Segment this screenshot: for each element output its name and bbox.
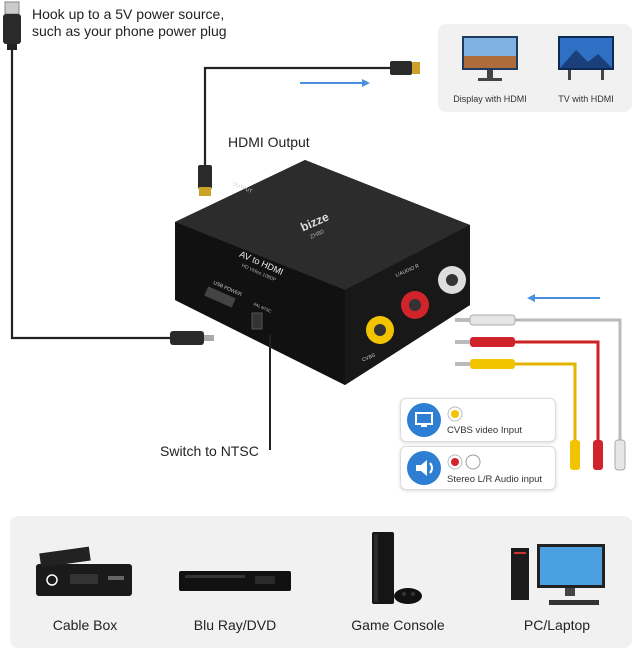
source-label-bluray: Blu Ray/DVD: [193, 617, 277, 633]
hdmi-output-label: HDMI Output: [228, 134, 310, 150]
source-label-cable-box: Cable Box: [52, 617, 118, 633]
legend-audio-label: Stereo L/R Audio input: [447, 474, 543, 485]
signal-arrow-rca: [527, 294, 600, 302]
dvd-player-icon: [179, 571, 291, 591]
source-label-game-console: Game Console: [351, 617, 445, 633]
signal-arrow-hdmi: [300, 79, 370, 87]
micro-usb-plug-icon: [170, 331, 214, 345]
hdmi-plug-bottom-icon: [198, 165, 212, 196]
pc-icon: [511, 544, 605, 605]
display-caption-monitor: Display with HDMI: [453, 94, 527, 104]
monitor-icon: [407, 403, 441, 437]
source-label-pc: PC/Laptop: [523, 617, 591, 633]
yellow-jack-icon: [447, 406, 463, 422]
legend-audio-input: Stereo L/R Audio input: [400, 446, 556, 490]
monitor-icon: [462, 36, 518, 81]
source-devices-panel: Cable Box Blu Ray/DVD Game Console PC/La…: [10, 516, 632, 648]
hdmi-plug-top-icon: [390, 61, 420, 75]
power-instruction-line1: Hook up to a 5V power source,: [32, 6, 225, 22]
legend-video-label: CVBS video Input: [447, 425, 522, 436]
red-white-jack-icon: [447, 454, 481, 470]
tv-icon: [558, 36, 614, 80]
converter-box: [175, 160, 470, 385]
display-panel: Display with HDMI TV with HDMI: [438, 24, 632, 112]
power-instruction: Hook up to a 5V power source, such as yo…: [32, 6, 227, 40]
game-console-icon: [372, 532, 422, 604]
cable-box-icon: [36, 546, 132, 596]
display-caption-tv: TV with HDMI: [558, 94, 614, 104]
power-instruction-line2: such as your phone power plug: [32, 23, 227, 39]
legend-video-input: CVBS video Input: [400, 398, 556, 442]
usb-plug-icon: [3, 1, 21, 50]
switch-ntsc-label: Switch to NTSC: [160, 443, 259, 459]
rca-cables: [455, 314, 626, 471]
speaker-icon: [407, 451, 441, 485]
